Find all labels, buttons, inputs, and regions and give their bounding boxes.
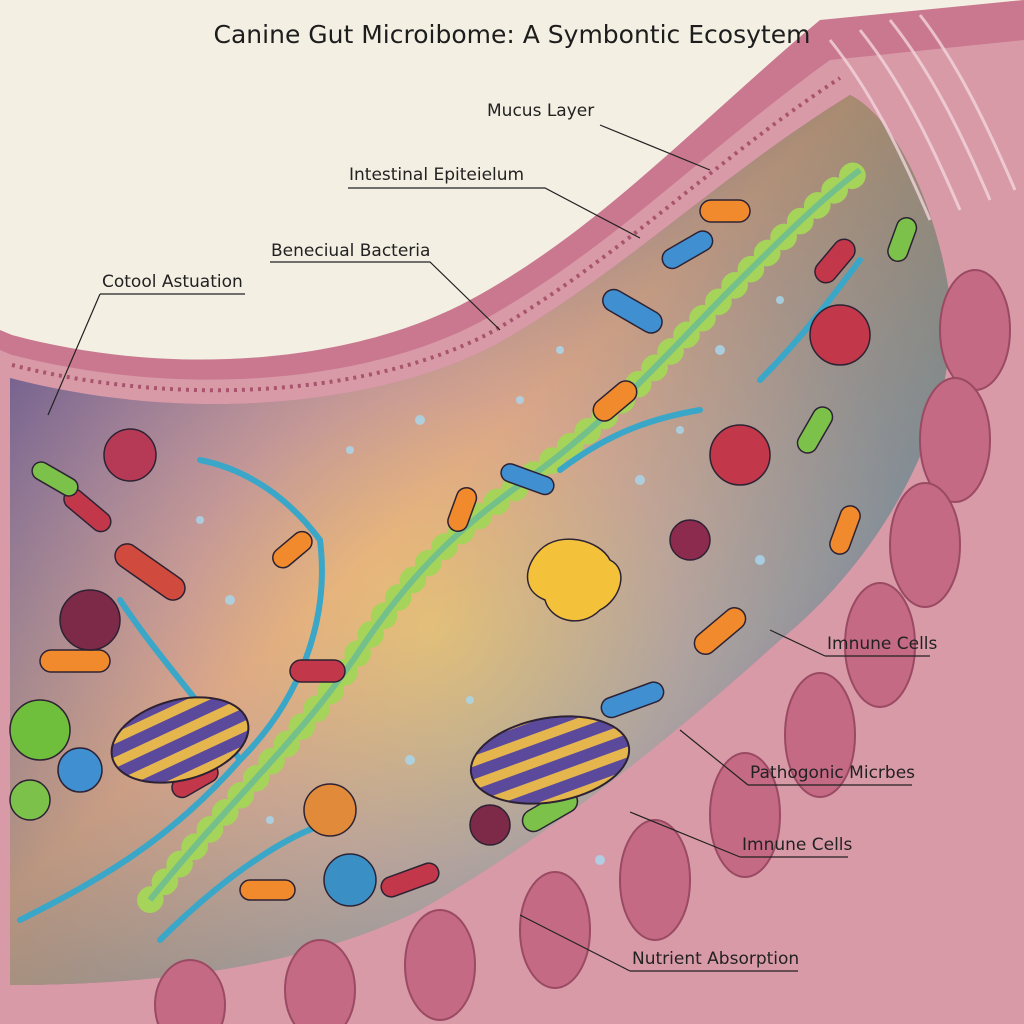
particles: [196, 296, 784, 865]
label-nutrient-absorption: Nutrient Absorption: [632, 949, 800, 969]
leader-pathogenic-microbes: [679, 729, 912, 786]
label-immune-cells-1: Imnune Cells: [827, 634, 938, 654]
muscle-folds: [154, 269, 1011, 1024]
leader-intestinal-epithelium: [348, 187, 641, 239]
leader-beneficial-bacteria: [270, 261, 501, 331]
diagram-title: Canine Gut Microibome: A Symbontic Ecosy…: [213, 20, 811, 49]
muscle-fibers: [828, 14, 1017, 221]
striped-parasites: [110, 696, 631, 805]
label-intestinal-epithelium: Intestinal Epiteielum: [349, 165, 525, 185]
label-beneficial-bacteria: Beneciual Bacteria: [271, 241, 431, 261]
leader-mucus-layer: [599, 124, 711, 171]
label-cotool-astuation: Cotool Astuation: [102, 272, 243, 292]
leader-immune-cells-1: [769, 629, 930, 657]
leader-cotool-astuation: [47, 293, 245, 416]
label-mucus-layer: Mucus Layer: [487, 101, 595, 121]
yellow-amoeba: [526, 538, 622, 622]
cocci-clusters: [9, 304, 871, 907]
leader-lines: [47, 124, 930, 972]
label-immune-cells-2: Imnune Cells: [742, 835, 853, 855]
label-pathogenic-microbes: Pathogonic Micrbes: [750, 763, 916, 783]
leader-nutrient-absorption: [519, 914, 798, 972]
leader-immune-cells-2: [629, 811, 848, 858]
